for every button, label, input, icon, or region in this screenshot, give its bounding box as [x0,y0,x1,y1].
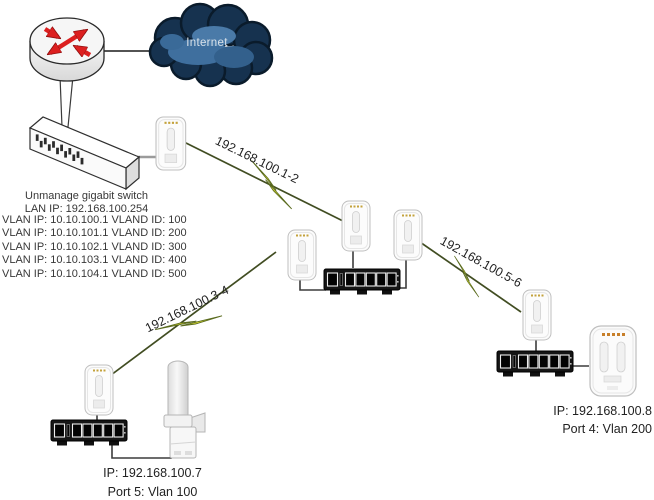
vlan-list: VLAN IP: 10.10.100.1 VLAND ID: 100 VLAN … [2,214,187,281]
cpe-icon [589,325,637,397]
wireless-ap-icon [522,289,552,341]
wireless-ap-icon [84,364,114,416]
site1-ip-label: IP: 192.168.100.7 [103,466,202,480]
site1-caption: IP: 192.168.100.7 Port 5: Vlan 100 [76,464,229,500]
core-switch-name: Unmanage gigabit switch [25,190,148,202]
site2-caption: IP: 192.168.100.8 Port 4: Vlan 200 [498,403,652,438]
vlan-row: VLAN IP: 10.10.100.1 VLAND ID: 100 [2,214,187,226]
vlan-row: VLAN IP: 10.10.103.1 VLAND ID: 400 [2,254,187,267]
cable-switch-antenna-bottom [111,444,172,459]
wireless-ap-icon [287,229,317,281]
cable-ap-switch-mid-right [399,252,407,289]
link-line-1 [183,141,344,222]
wireless-ap-icon [393,209,423,261]
cable-router-switch [59,75,74,128]
link-line-3 [106,251,277,379]
desktop-switch-icon [323,268,401,296]
vlan-row: VLAN IP: 10.10.101.1 VLAND ID: 200 [2,227,187,240]
link-line-2 [416,239,522,313]
internet-cloud-icon [148,2,274,88]
site2-ip-label: IP: 192.168.100.8 [553,404,652,418]
wireless-ap-icon [155,116,187,171]
desktop-switch-icon [50,419,128,447]
wireless-links [106,141,522,379]
vlan-row: VLAN IP: 10.10.102.1 VLAND ID: 300 [2,240,187,253]
wireless-ap-icon [341,200,371,252]
core-switch-caption: Unmanage gigabit switch LAN IP: 192.168.… [10,190,163,215]
site1-port-label: Port 5: Vlan 100 [107,484,198,499]
core-switch-icon [28,116,141,191]
site2-port-label: Port 4: Vlan 200 [562,421,652,436]
vlan-row: VLAN IP: 10.10.104.1 VLAND ID: 500 [2,267,187,280]
omni-antenna-icon [163,360,206,459]
core-switch-lan-ip: LAN IP: 192.168.100.254 [24,202,149,215]
desktop-switch-icon [496,350,574,378]
router-icon [29,17,105,82]
internet-label: Internet [186,37,228,49]
